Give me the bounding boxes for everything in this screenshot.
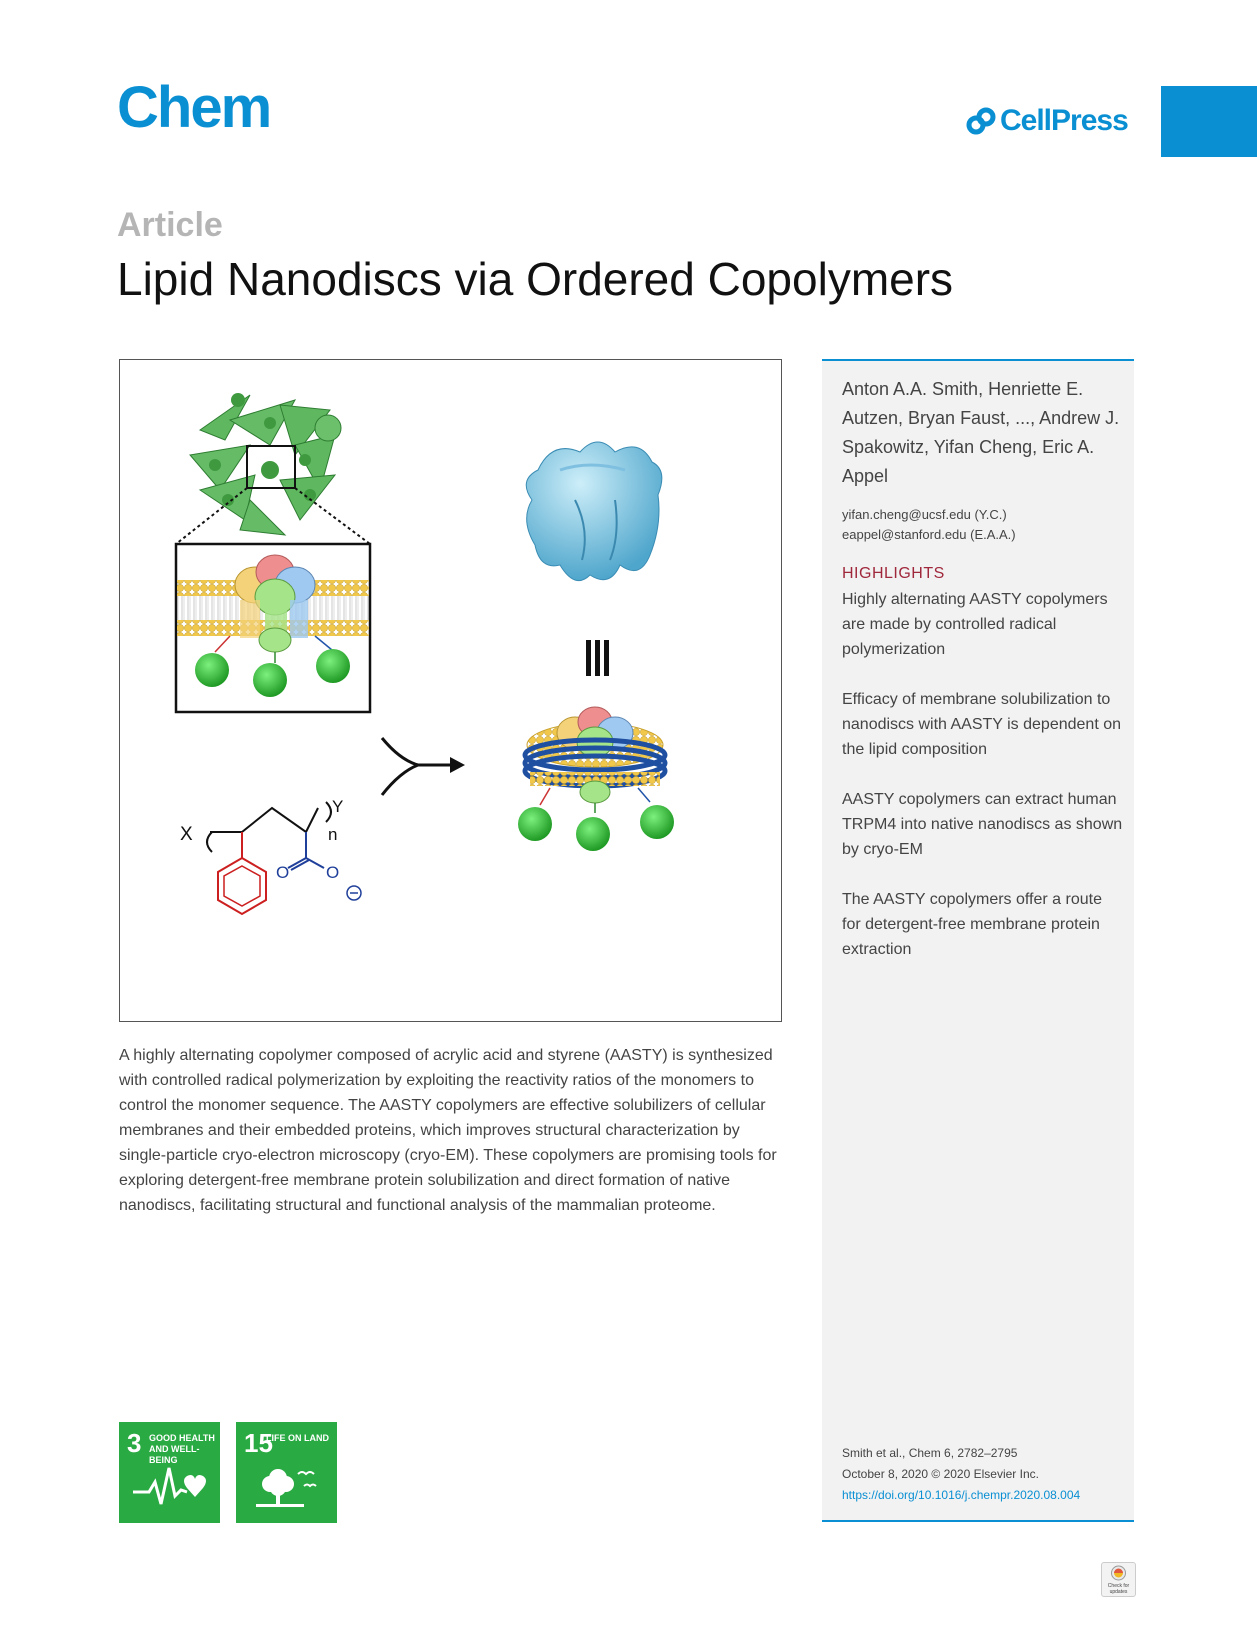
check-for-updates-button[interactable]: Check for updates (1101, 1562, 1136, 1597)
citation-date: October 8, 2020 © 2020 Elsevier Inc. (842, 1467, 1039, 1481)
reaction-arrow (380, 737, 465, 796)
highlights-heading: HIGHLIGHTS (842, 565, 945, 582)
membrane-protein-illustration (174, 542, 372, 714)
sdg-number: 15 (244, 1428, 273, 1458)
chem-label-y: Y (332, 797, 343, 816)
brand-tab (1161, 86, 1257, 157)
article-summary: A highly alternating copolymer composed … (119, 1047, 777, 1214)
cellpress-icon (966, 107, 996, 135)
nanodisc-illustration (518, 706, 674, 851)
cryo-em-density-map (525, 441, 663, 582)
email-link[interactable]: eappel@stanford.edu (E.A.A.) (842, 527, 1016, 542)
cellpress-logo: CellPress (966, 104, 1129, 138)
negative-charge-icon (346, 885, 362, 901)
chem-label-n: n (328, 825, 337, 844)
doi-link[interactable]: https://doi.org/10.1016/j.chempr.2020.08… (842, 1488, 1081, 1502)
journal-logo: Chem (117, 75, 272, 140)
article-sidebar: Anton A.A. Smith, Henriette E. Autzen, B… (822, 359, 1134, 1522)
highlight-item: AASTY copolymers can extract human TRPM4… (842, 791, 1123, 858)
sdg-badge-life-on-land[interactable]: 15 LIFE ON LAND (236, 1422, 337, 1523)
check-updates-label: Check for updates (1107, 1583, 1130, 1595)
article-type: Article (117, 206, 223, 244)
check-updates-icon (1111, 1565, 1126, 1581)
sdg-label: GOOD HEALTH AND WELL-BEING (149, 1433, 215, 1465)
copolymer-structure: X Y n O O (180, 797, 362, 916)
tree-birds-icon (256, 1469, 317, 1507)
article-title: Lipid Nanodiscs via Ordered Copolymers (117, 253, 954, 305)
heartbeat-icon (133, 1467, 206, 1505)
correspondence-emails: yifan.cheng@ucsf.edu (Y.C.) eappel@stanf… (842, 505, 1016, 545)
highlight-item: Efficacy of membrane solubilization to n… (842, 691, 1121, 758)
chem-label-o-anion: O (326, 863, 339, 882)
graphical-abstract: X Y n O O (119, 359, 782, 1022)
chem-label-o-carbonyl: O (276, 863, 289, 882)
highlights-list: Highly alternating AASTY copolymers are … (842, 587, 1124, 987)
sdg-label: LIFE ON LAND (266, 1433, 329, 1443)
cell-cluster-illustration (189, 393, 342, 536)
sdg-number: 3 (127, 1428, 142, 1458)
cellpress-wordmark: CellPress (1000, 104, 1129, 137)
highlight-item: The AASTY copolymers offer a route for d… (842, 891, 1102, 958)
citation-block: Smith et al., Chem 6, 2782–2795 October … (842, 1443, 1080, 1506)
email-link[interactable]: yifan.cheng@ucsf.edu (Y.C.) (842, 507, 1007, 522)
sdg-badge-good-health[interactable]: 3 GOOD HEALTH AND WELL-BEING (119, 1422, 220, 1523)
chem-label-x: X (180, 824, 193, 845)
citation-reference: Smith et al., Chem 6, 2782–2795 (842, 1446, 1018, 1460)
highlight-item: Highly alternating AASTY copolymers are … (842, 591, 1108, 658)
equivalence-sign (586, 640, 609, 676)
author-list: Anton A.A. Smith, Henriette E. Autzen, B… (842, 379, 1120, 486)
